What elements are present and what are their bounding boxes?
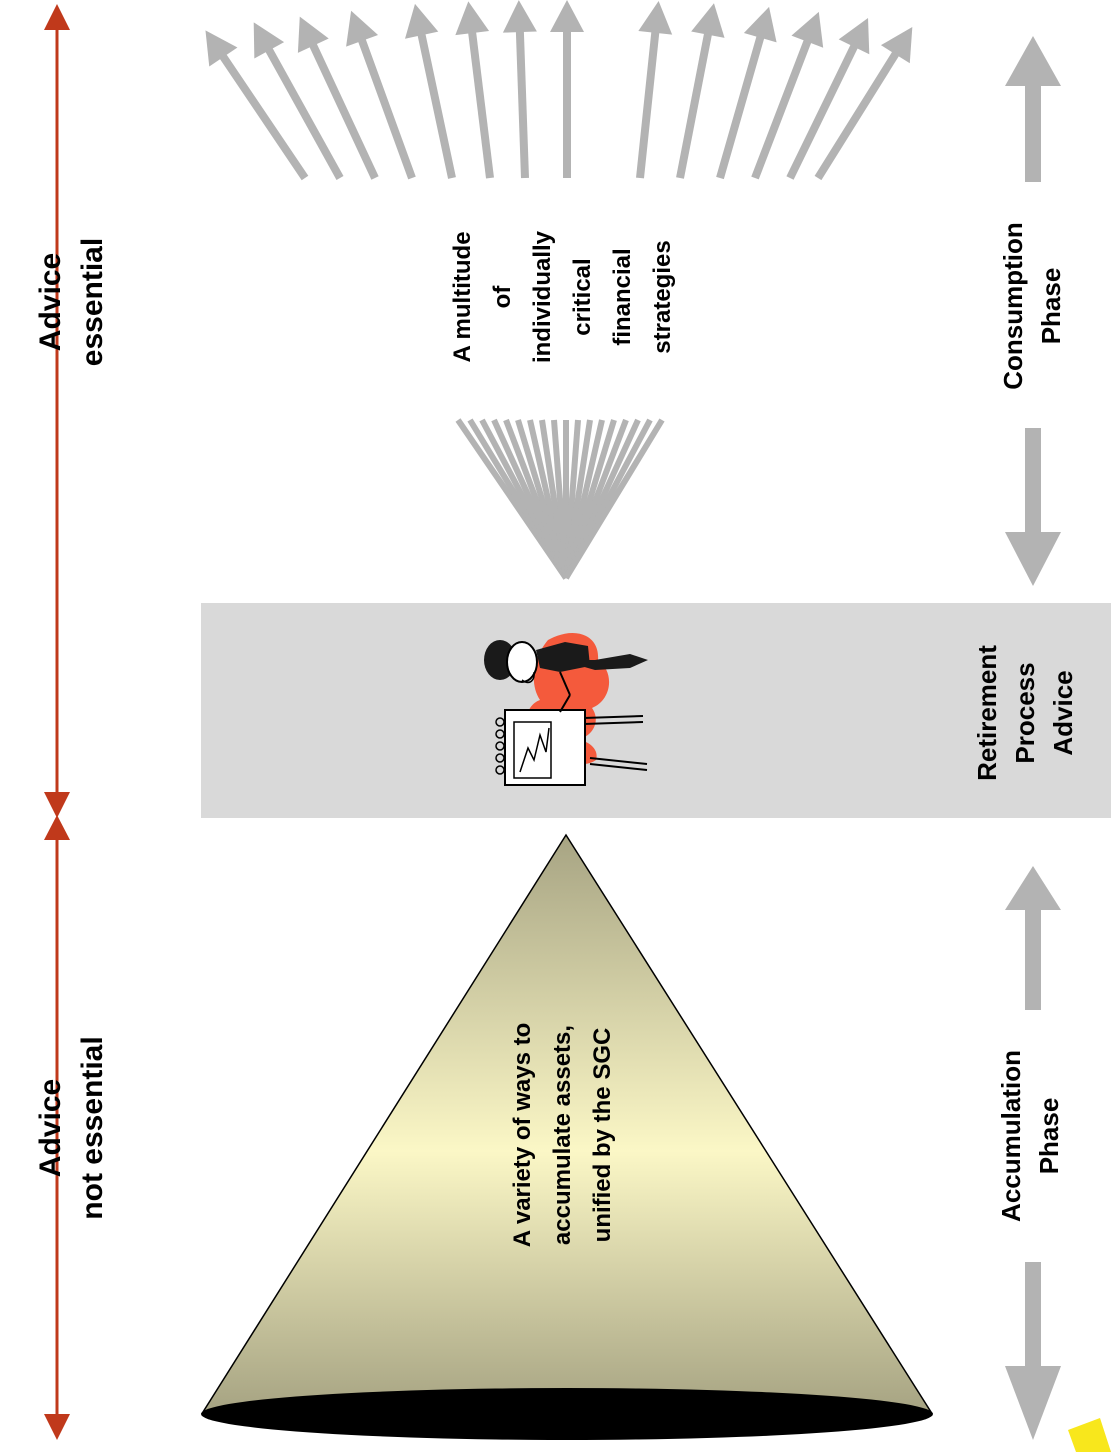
accumulation-text-line1: Accumulation (996, 1050, 1026, 1222)
arrow-up-icon (1005, 866, 1061, 910)
consumption-phase-arrows (1005, 36, 1061, 586)
arrow-up-icon (636, 0, 673, 179)
arrow-up-icon (716, 6, 777, 180)
retirement-text-line2: Process (1010, 662, 1040, 763)
arrow-up-icon (751, 11, 824, 180)
strategies-text-line5: financial (609, 248, 636, 345)
arrowhead-down-icon (44, 1414, 70, 1440)
presenter-easel-icon (484, 632, 648, 786)
timeline-not-essential (44, 815, 70, 1440)
arrow-up-icon (1005, 36, 1061, 86)
advice-essential-title: Advice (34, 253, 67, 351)
accumulation-text-line2: Phase (1034, 1098, 1064, 1175)
arrow-up-icon (502, 0, 537, 179)
arrow-up-icon (253, 22, 344, 180)
arrowhead-down-icon (44, 792, 70, 818)
retirement-text-line1: Retirement (972, 645, 1002, 781)
strategies-text-line2: of (489, 285, 516, 309)
cone-text-line1: A variety of ways to (509, 1023, 536, 1248)
arrow-up-icon (297, 16, 379, 180)
arrow-up-icon (814, 27, 913, 181)
arrow-up-icon (786, 18, 870, 180)
advice-essential-subtitle: essential (76, 238, 109, 366)
arrow-shaft (1025, 1262, 1041, 1370)
arrow-up-icon (205, 30, 309, 181)
timeline-essential (44, 4, 70, 818)
arrow-shaft (1025, 428, 1041, 538)
arrow-up-icon (455, 1, 494, 179)
strategies-text-line1: A multitude (449, 231, 476, 362)
arrow-shaft (1025, 905, 1041, 1010)
arrowhead-up-icon (44, 815, 70, 840)
consumption-text-line2: Phase (1036, 268, 1066, 345)
strategies-text-line3: individually (529, 230, 556, 363)
corner-sticky-icon (1068, 1418, 1111, 1452)
arrow-up-icon (550, 0, 584, 178)
strategies-funnel (455, 418, 665, 580)
arrow-down-icon (1005, 1366, 1061, 1440)
accumulation-cone (201, 833, 933, 1440)
retirement-text-line3: Advice (1048, 670, 1078, 755)
arrow-up-icon (405, 3, 456, 179)
arrow-shaft (1025, 80, 1041, 182)
diverging-arrows (205, 0, 913, 181)
arrow-up-icon (676, 3, 725, 179)
advice-not-essential-subtitle: not essential (76, 1036, 109, 1219)
consumption-text-line1: Consumption (998, 222, 1028, 390)
strategies-text-line4: critical (569, 258, 596, 335)
strategies-text-line6: strategies (649, 240, 676, 353)
arrow-up-icon (346, 10, 416, 180)
cone-base (201, 1388, 933, 1440)
retirement-band (201, 603, 1111, 818)
cone-text-line2: accumulate assets, (549, 1025, 576, 1245)
arrowhead-up-icon (44, 4, 70, 30)
accumulation-phase-arrows (1005, 866, 1061, 1440)
arrow-down-icon (1005, 532, 1061, 586)
advice-not-essential-title: Advice (34, 1079, 67, 1177)
cone-text-line3: unified by the SGC (589, 1028, 616, 1243)
